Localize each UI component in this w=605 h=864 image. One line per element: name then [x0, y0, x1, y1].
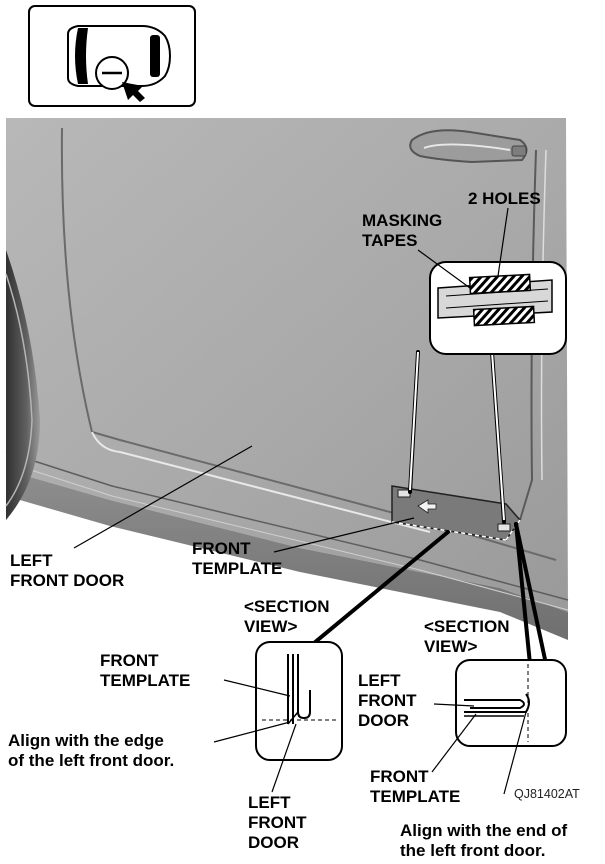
label-front-template-main: FRONT TEMPLATE	[192, 539, 282, 578]
labels: 2 HOLES MASKING TAPES LEFT FRONT DOOR FR…	[8, 189, 580, 860]
label-align-edge: Align with the edge of the left front do…	[8, 731, 174, 770]
label-left-front-door-left: LEFT FRONT DOOR	[248, 793, 311, 852]
label-front-template-right: FRONT TEMPLATE	[370, 767, 460, 806]
label-masking-tapes: MASKING TAPES	[362, 211, 447, 250]
figure-code: QJ81402AT	[514, 787, 580, 801]
label-align-end: Align with the end of the left front doo…	[400, 821, 572, 860]
label-left-front-door-main: LEFT FRONT DOOR	[10, 551, 124, 590]
label-left-front-door-right: LEFT FRONT DOOR	[358, 671, 421, 730]
masking-tapes-callout	[408, 261, 567, 524]
label-section-view-right: <SECTION VIEW>	[424, 617, 514, 656]
section-view-right	[455, 522, 567, 747]
label-front-template-left: FRONT TEMPLATE	[100, 651, 190, 690]
label-section-view-left: <SECTION VIEW>	[244, 597, 334, 636]
label-two-holes: 2 HOLES	[468, 189, 541, 208]
leader-lines	[73, 207, 527, 795]
vehicle-location-icon	[28, 5, 196, 107]
car-door-illustration	[5, 118, 569, 640]
section-view-left	[255, 530, 450, 761]
